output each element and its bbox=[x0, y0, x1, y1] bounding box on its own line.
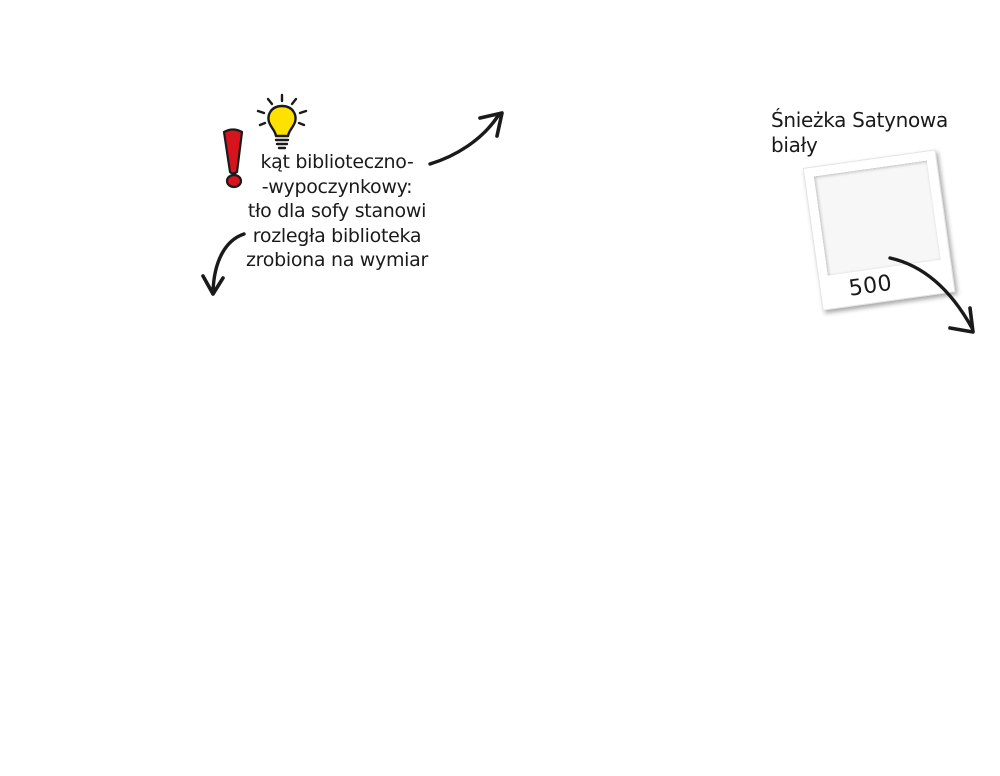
lightbulb-icon bbox=[256, 93, 308, 150]
annotation-text: kąt biblioteczno- -wypoczynkowy: tło dla… bbox=[232, 150, 442, 273]
exclamation-icon bbox=[222, 128, 244, 189]
annotation-line: -wypoczynkowy: bbox=[261, 175, 413, 198]
swatch-label: Śnieżka Satynowa biały bbox=[771, 108, 948, 158]
arrow-up-right-icon bbox=[428, 111, 504, 166]
arrow-down-right-icon bbox=[888, 256, 975, 334]
annotation-line: tło dla sofy stanowi bbox=[247, 200, 427, 222]
swatch-label-line: Śnieżka Satynowa bbox=[771, 108, 948, 132]
annotation-line: zrobiona na wymiar bbox=[245, 249, 429, 271]
annotation-line: rozległa biblioteka bbox=[252, 224, 422, 247]
annotation-line: kąt biblioteczno- bbox=[260, 151, 414, 173]
swatch-label-line: biały bbox=[771, 133, 818, 157]
arrow-down-left-icon bbox=[201, 232, 246, 296]
